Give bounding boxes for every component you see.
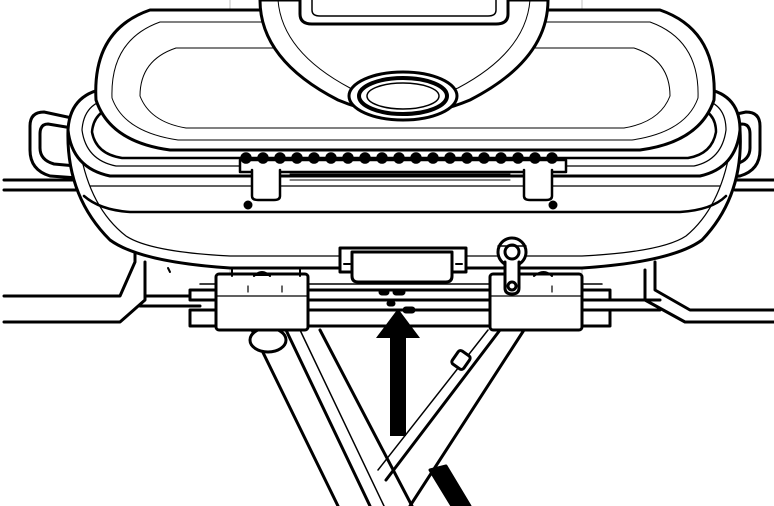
hinge-tooth bbox=[410, 152, 422, 164]
hinge-tooth bbox=[325, 152, 337, 164]
hinge-tooth bbox=[274, 152, 286, 164]
regulator-valve bbox=[496, 236, 528, 296]
bolt-left bbox=[243, 200, 253, 210]
side-handle-left bbox=[28, 110, 80, 180]
temperature-gauge bbox=[347, 70, 459, 122]
hinge-tooth bbox=[546, 152, 558, 164]
hinge-tooth bbox=[257, 152, 269, 164]
hinge-tooth bbox=[376, 152, 388, 164]
side-handle-right bbox=[710, 110, 762, 180]
hinge-tooth bbox=[529, 152, 541, 164]
hinge-tooth bbox=[495, 152, 507, 164]
indicator-arrow bbox=[376, 308, 420, 436]
hinge-tooth bbox=[308, 152, 320, 164]
hinge-tooth bbox=[359, 152, 371, 164]
lid-handle bbox=[298, 0, 510, 26]
hinge-teeth bbox=[240, 152, 558, 164]
hinge-tooth bbox=[461, 152, 473, 164]
hinge-tooth bbox=[478, 152, 490, 164]
hinge-tooth bbox=[427, 152, 439, 164]
side-shelf-left bbox=[2, 178, 202, 324]
cart-legs bbox=[248, 326, 526, 506]
bolt-right bbox=[548, 200, 558, 210]
hinge-tooth bbox=[444, 152, 456, 164]
hinge-tooth bbox=[342, 152, 354, 164]
hinge-tooth bbox=[393, 152, 405, 164]
control-panel bbox=[338, 246, 468, 284]
hinge-tooth bbox=[240, 152, 252, 164]
hinge-bar bbox=[238, 152, 568, 202]
hinge-tooth bbox=[291, 152, 303, 164]
hinge-tooth bbox=[512, 152, 524, 164]
